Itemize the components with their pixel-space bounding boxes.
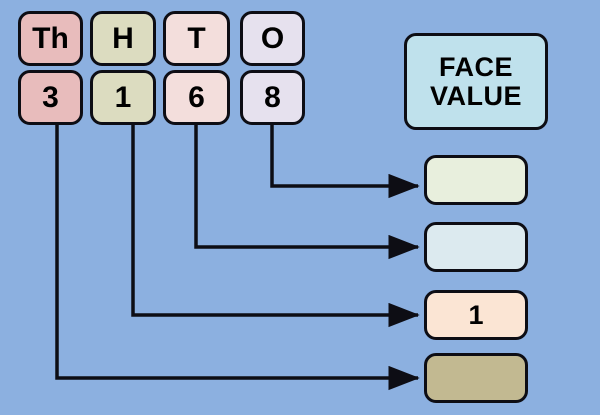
face-value-result-ones bbox=[424, 155, 528, 205]
face-value-result-tens bbox=[424, 222, 528, 272]
place-digit-thousands: 3 bbox=[18, 70, 83, 125]
face-value-result-hundreds: 1 bbox=[424, 290, 528, 340]
face-value-line-2: VALUE bbox=[429, 80, 522, 111]
arrow-tens-to-face-value bbox=[194, 125, 420, 260]
place-header-tens: T bbox=[163, 11, 230, 66]
place-digit-hundreds: 1 bbox=[90, 70, 156, 125]
face-value-panel-title: FACE VALUE bbox=[404, 33, 548, 130]
place-header-hundreds: H bbox=[90, 11, 156, 66]
place-digit-tens: 6 bbox=[163, 70, 230, 125]
arrow-ones-to-face-value bbox=[270, 125, 420, 199]
place-header-ones: O bbox=[240, 11, 305, 66]
place-header-thousands: Th bbox=[18, 11, 83, 66]
face-value-line-1: FACE bbox=[438, 52, 513, 83]
arrow-thousands-to-face-value bbox=[55, 125, 420, 391]
place-digit-ones: 8 bbox=[240, 70, 305, 125]
face-value-result-thousands bbox=[424, 353, 528, 403]
arrow-hundreds-to-face-value bbox=[131, 125, 420, 328]
